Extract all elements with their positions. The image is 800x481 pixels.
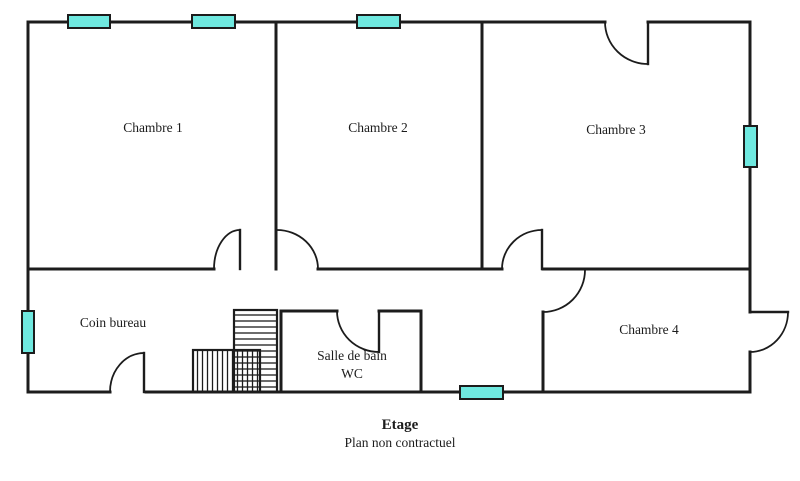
door-arc-chambre1 [213, 229, 241, 270]
door-arc-coin-bureau [109, 352, 145, 393]
window-bottom [459, 385, 504, 400]
door-arc-chambre2 [276, 229, 319, 270]
door-arc-chambre4-left [542, 269, 586, 313]
door-arcs [109, 21, 789, 393]
walls [26, 20, 752, 394]
window-top-1 [67, 14, 111, 29]
door-leaves [142, 20, 790, 394]
room-label-chambre-2: Chambre 2 [348, 120, 408, 135]
room-label-chambre-4: Chambre 4 [619, 322, 679, 337]
disclaimer-text: Plan non contractuel [345, 435, 456, 450]
door-arc-chambre4-right [749, 311, 789, 353]
room-label-chambre-3: Chambre 3 [586, 122, 646, 137]
window-left [21, 310, 35, 354]
room-label-coin-bureau: Coin bureau [80, 315, 147, 330]
door-arc-bathroom [336, 310, 380, 353]
door-arc-chambre3 [501, 229, 543, 270]
floor-title: Etage [382, 417, 419, 433]
window-right [743, 125, 758, 168]
room-label-wc: WC [341, 366, 363, 381]
staircase [191, 308, 279, 394]
room-label-chambre-1: Chambre 1 [123, 120, 183, 135]
staircase-flight-lower [191, 348, 262, 394]
room-label-salle-de-bain: Salle de bain [317, 348, 387, 363]
window-top-3 [356, 14, 401, 29]
window-top-2 [191, 14, 236, 29]
wall-bathroom [279, 309, 423, 394]
windows [21, 14, 758, 400]
door-arc-chambre3-top [604, 21, 649, 65]
